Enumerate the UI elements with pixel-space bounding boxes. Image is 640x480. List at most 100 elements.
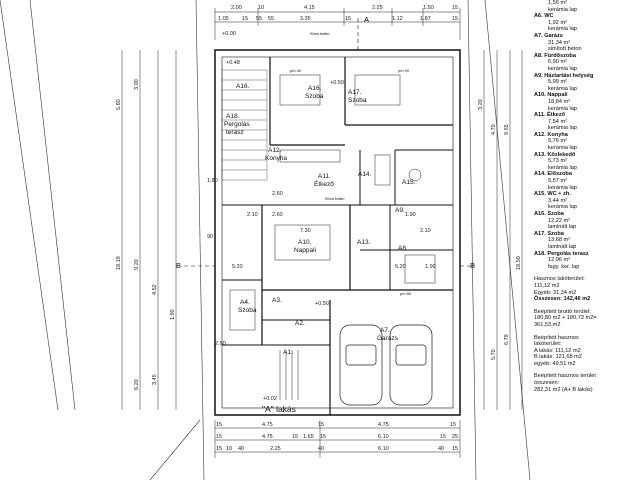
room-a1-code: A1. (283, 349, 293, 356)
building-walls (214, 49, 461, 416)
top-dimension-texts: 2.00 10 4.15 2.25 1.50 15 1.05 15 55 55 … (218, 5, 458, 22)
level-050-top: +0.50 (330, 80, 344, 86)
dim-top2-8: 1.87 (420, 16, 431, 22)
dim-bot3-6: 6.10 (378, 446, 389, 452)
legend-room-name: A18. Pergolás terasz (534, 250, 589, 257)
dim-top-2: 10 (258, 5, 264, 11)
legend-room-name: A10. Nappali (534, 92, 568, 99)
room-a10-name: Nappali (294, 247, 316, 254)
klima-label-2: Klíma beltéri (325, 197, 345, 201)
section-marker-b-right: B (470, 261, 475, 270)
legend-room-name: A6. WC (534, 13, 554, 20)
legend-room-name: A8. Fürdőszoba (534, 52, 576, 59)
dim-bot2-2: 4.75 (262, 434, 273, 440)
dim-bot2-5: 15 (320, 434, 326, 440)
dim-bot1-3: 15 (318, 422, 324, 428)
legend-room-detail: kerámia lap (548, 164, 577, 171)
room-a4-name: Szoba (238, 307, 257, 314)
room-a8-code: A8. (398, 245, 408, 252)
dim-in-3: 1.80 (207, 178, 218, 184)
legend-room-detail: kerámia lap (548, 184, 577, 191)
door-pm80: pm 80 (400, 291, 412, 296)
dim-left-5: 4.52 (152, 284, 158, 295)
dim-bot3-3: 40 (238, 446, 244, 452)
room-a16b-code: A16. (308, 85, 322, 92)
legend-summary-line: összesen: (534, 380, 560, 387)
dim-in-1: 7.30 (300, 228, 311, 234)
dim-in-5: 90 (207, 234, 213, 240)
dim-top-4: 2.25 (372, 5, 383, 11)
dim-bot2-8: 25 (452, 434, 458, 440)
legend-room-detail: 12,22 m² (548, 217, 571, 224)
legend-room-name: A17. Szoba (534, 230, 564, 237)
dim-top-3: 4.15 (304, 5, 315, 11)
legend-room-name: A13. Közlekedő (534, 151, 576, 158)
dim-in-2: 5.20 (232, 264, 243, 270)
legend-room-name: A15. WC + zh. (534, 191, 571, 198)
room-a10-code: A10. (298, 239, 312, 246)
side-dimension-lines (121, 50, 523, 410)
door-pm40: pm 40 (290, 68, 302, 73)
room-a11-code: A11. (318, 173, 331, 180)
legend-summary-line: A lakás: 111,12 m2 (534, 347, 581, 354)
room-a17-code: A17. (348, 89, 362, 96)
legend-room-detail: 7,54 m² (548, 118, 567, 125)
legend-room-detail: 5,99 m² (548, 79, 567, 86)
legend-room-detail: 5,57 m² (548, 178, 567, 185)
legend-summary-line: Beépített bruttó terület: (534, 308, 591, 315)
room-a15-code: A15. (402, 179, 416, 186)
dim-right-3: 18.50 (516, 256, 522, 270)
legend-summary-line: Hasznos lakóterület: (534, 276, 585, 283)
room-a12-name: Konyha (265, 155, 287, 162)
level-048: +0.48 (226, 60, 240, 66)
legend-room-detail: kerámia lap (548, 145, 577, 152)
legend-room-detail: 5,76 m² (548, 138, 567, 145)
dim-in-11: 1.90 (425, 264, 436, 270)
dim-bot2-3: 15 (292, 434, 298, 440)
legend-room-detail: 31,34 m² (548, 39, 571, 46)
legend-room-detail: 6,90 m² (548, 59, 567, 66)
room-a18-code: A18. (226, 113, 240, 120)
legend-summary-line: B lakás: 121,68 m2 (534, 354, 582, 361)
dim-bot2-7: 15 (440, 434, 446, 440)
legend-room-detail: 1,56 m² (548, 0, 567, 6)
dim-bot3-7: 40 (438, 446, 444, 452)
section-marker-a: A (364, 15, 369, 24)
dim-in-9: 5.20 (395, 264, 406, 270)
dim-bot3-4: 2.25 (270, 446, 281, 452)
legend-room-name: A7. Garázs (534, 32, 563, 39)
inner-dimension-texts: 7.30 5.20 1.80 2.10 90 2.60 1.90 2.10 5.… (207, 178, 436, 347)
dim-right-6: 3.20 (478, 99, 484, 110)
room-a18-name: Pergolás (224, 121, 250, 128)
dim-left-4: 18.19 (116, 256, 122, 270)
legend-summary-line: 180,80 m2 + 180,73 m2= (534, 315, 597, 322)
klima-label-1: Klíma beltéri (310, 32, 330, 36)
dim-right-4: 6.79 (504, 334, 510, 345)
legend-room-detail: kerámia lap (548, 204, 577, 211)
dim-bot1-2: 4.75 (262, 422, 273, 428)
dim-right-5: 5.70 (491, 349, 497, 360)
left-dimension-texts: 5.60 3.00 9.20 18.19 4.52 6.20 3.45 1.90 (116, 79, 176, 390)
room-a7-name: Garázs (377, 335, 399, 342)
dim-left-3: 9.20 (134, 259, 140, 270)
furniture (229, 74, 436, 331)
dim-top2-7: 1.12 (392, 16, 403, 22)
dim-right-2: 4.70 (491, 124, 497, 135)
legend-room-detail: laminált lap (548, 243, 577, 250)
room-a16-code: A16. (236, 83, 250, 90)
dim-left-8: 1.90 (170, 309, 176, 320)
legend-summary-line: 361,53 m2 (534, 321, 561, 328)
dim-bot1-4: 4.75 (378, 422, 389, 428)
pergola-hatch (221, 69, 268, 181)
dim-top-5: 1.50 (423, 5, 434, 11)
room-a4-code: A4. (240, 299, 250, 306)
legend-summary-line: 111,12 m2 (534, 282, 560, 289)
legend-room-detail: kerámia lap (548, 105, 577, 112)
